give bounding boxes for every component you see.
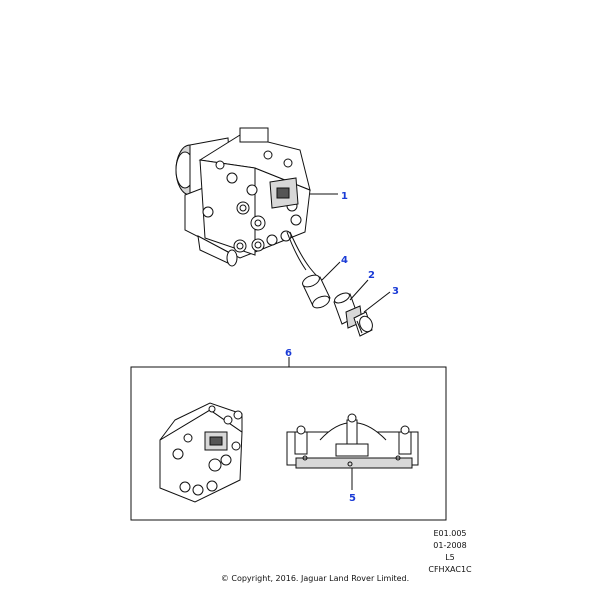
kit-frame [130, 366, 447, 521]
kit-modulator-block [159, 402, 243, 503]
plug-part-3 [353, 311, 373, 337]
callout-3: 3 [392, 286, 399, 297]
kit-valve-assembly-part-5 [286, 413, 419, 469]
callout-5: 5 [349, 493, 356, 504]
callout-4: 4 [341, 255, 348, 266]
diagram-ref: CFHXAC1C [428, 565, 472, 574]
callout-6: 6 [285, 348, 292, 359]
callout-1: 1 [341, 191, 348, 202]
sleeve-part-4 [302, 274, 331, 309]
leader-lines [288, 193, 391, 490]
copyright-notice: © Copyright, 2016. Jaguar Land Rover Lim… [220, 574, 410, 583]
diagram-date: 01-2008 [433, 541, 467, 550]
callout-2: 2 [368, 270, 375, 281]
abs-modulator-unit [175, 127, 323, 281]
diagram-variant: L5 [445, 553, 455, 562]
diagram-code: E01.005 [433, 529, 467, 538]
